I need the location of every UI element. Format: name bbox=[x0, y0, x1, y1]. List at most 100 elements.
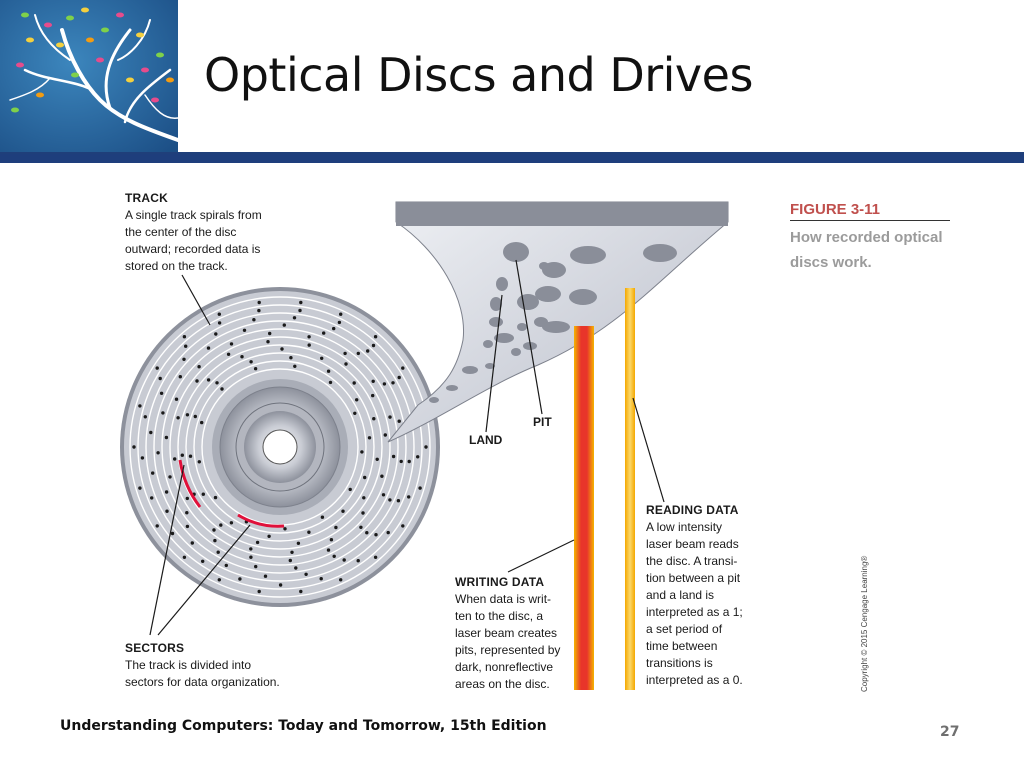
data-dot bbox=[255, 540, 260, 545]
data-dot bbox=[382, 382, 387, 386]
data-dot bbox=[174, 397, 179, 401]
data-dot bbox=[418, 486, 422, 490]
data-dot bbox=[298, 308, 302, 313]
data-dot bbox=[212, 528, 216, 532]
reading-data-heading: READING DATA bbox=[646, 503, 739, 517]
data-dot bbox=[249, 360, 253, 364]
data-dot bbox=[343, 351, 347, 356]
data-dot bbox=[150, 496, 154, 500]
data-dot bbox=[383, 433, 387, 437]
logo-tree-image bbox=[0, 0, 178, 155]
data-dot bbox=[388, 415, 392, 419]
track-heading: TRACK bbox=[125, 191, 168, 205]
track-label: TRACK A single track spirals from the ce… bbox=[125, 190, 295, 275]
data-dot bbox=[342, 558, 346, 562]
data-dot bbox=[288, 558, 292, 563]
data-dot bbox=[293, 364, 297, 368]
data-dot bbox=[155, 366, 159, 370]
optical-disc-figure: TRACK A single track spirals from the ce… bbox=[118, 180, 958, 692]
data-dot bbox=[132, 445, 136, 449]
data-dot bbox=[362, 496, 366, 500]
data-dot bbox=[253, 367, 258, 371]
data-dot bbox=[397, 419, 401, 423]
data-dot bbox=[352, 381, 356, 385]
data-dot bbox=[226, 352, 231, 356]
data-dot bbox=[216, 550, 220, 554]
data-dot bbox=[215, 381, 219, 385]
data-dot bbox=[339, 578, 343, 582]
data-dot bbox=[155, 524, 159, 528]
writing-data-heading: WRITING DATA bbox=[455, 575, 545, 589]
data-dot bbox=[201, 559, 205, 563]
data-dot bbox=[401, 366, 405, 370]
pit-label: PIT bbox=[533, 415, 552, 429]
data-dot bbox=[292, 316, 297, 320]
data-dot bbox=[355, 398, 359, 402]
data-dot bbox=[185, 524, 190, 529]
data-dot bbox=[348, 487, 352, 492]
data-dot bbox=[294, 566, 298, 570]
data-dot bbox=[373, 335, 378, 339]
data-dot bbox=[278, 583, 283, 587]
data-dot bbox=[185, 413, 190, 417]
data-dot bbox=[252, 318, 256, 322]
footer-book-title: Understanding Computers: Today and Tomor… bbox=[60, 718, 547, 734]
disc bbox=[120, 287, 440, 607]
data-dot bbox=[161, 411, 165, 415]
data-dot bbox=[249, 547, 253, 551]
data-dot bbox=[220, 387, 224, 391]
data-dot bbox=[407, 459, 411, 464]
data-dot bbox=[307, 530, 311, 534]
data-dot bbox=[407, 495, 411, 499]
data-dot bbox=[197, 365, 201, 369]
data-dot bbox=[299, 300, 303, 305]
data-dot bbox=[165, 509, 169, 513]
data-dot bbox=[334, 525, 338, 530]
data-dot bbox=[319, 577, 323, 581]
data-dot bbox=[363, 475, 367, 480]
data-dot bbox=[217, 321, 222, 325]
data-dot bbox=[344, 362, 348, 366]
data-dot bbox=[280, 347, 284, 351]
data-dot bbox=[238, 577, 242, 581]
page-number: 27 bbox=[940, 724, 960, 740]
data-dot bbox=[176, 416, 180, 420]
data-dot bbox=[257, 589, 261, 594]
writing-data-label: WRITING DATA When data is writ- ten to t… bbox=[455, 574, 573, 693]
data-dot bbox=[329, 538, 334, 542]
data-dot bbox=[219, 523, 223, 527]
data-dot bbox=[341, 509, 345, 513]
data-dot bbox=[200, 420, 204, 425]
data-dot bbox=[164, 435, 169, 440]
data-dot bbox=[320, 515, 325, 519]
data-dot bbox=[290, 550, 294, 554]
data-dot bbox=[213, 538, 217, 543]
data-dot bbox=[143, 415, 147, 419]
magnified-disc-surface bbox=[387, 201, 729, 443]
data-dot bbox=[307, 343, 311, 347]
data-dot bbox=[240, 355, 244, 359]
data-dot bbox=[182, 555, 187, 559]
data-dot bbox=[151, 471, 155, 475]
optical-disc-illustration bbox=[120, 201, 729, 690]
data-dots bbox=[132, 300, 428, 594]
data-dot bbox=[182, 357, 186, 361]
data-dot bbox=[366, 349, 370, 353]
header-divider-bar bbox=[0, 154, 1024, 163]
data-dot bbox=[283, 527, 287, 531]
copyright-notice: Copyright © 2015 Cengage Learning® bbox=[860, 555, 869, 692]
data-dot bbox=[371, 343, 376, 348]
land-label: LAND bbox=[469, 433, 503, 447]
data-dot bbox=[401, 524, 405, 528]
data-dot bbox=[372, 417, 376, 421]
data-dot bbox=[188, 454, 193, 458]
data-dot bbox=[391, 454, 396, 459]
data-dot bbox=[206, 378, 211, 382]
data-dot bbox=[424, 445, 428, 449]
data-dot bbox=[140, 456, 145, 460]
data-dot bbox=[149, 430, 153, 435]
data-dot bbox=[326, 548, 331, 552]
data-dot bbox=[373, 555, 378, 559]
sectors-heading: SECTORS bbox=[125, 641, 185, 655]
data-dot bbox=[263, 574, 268, 578]
